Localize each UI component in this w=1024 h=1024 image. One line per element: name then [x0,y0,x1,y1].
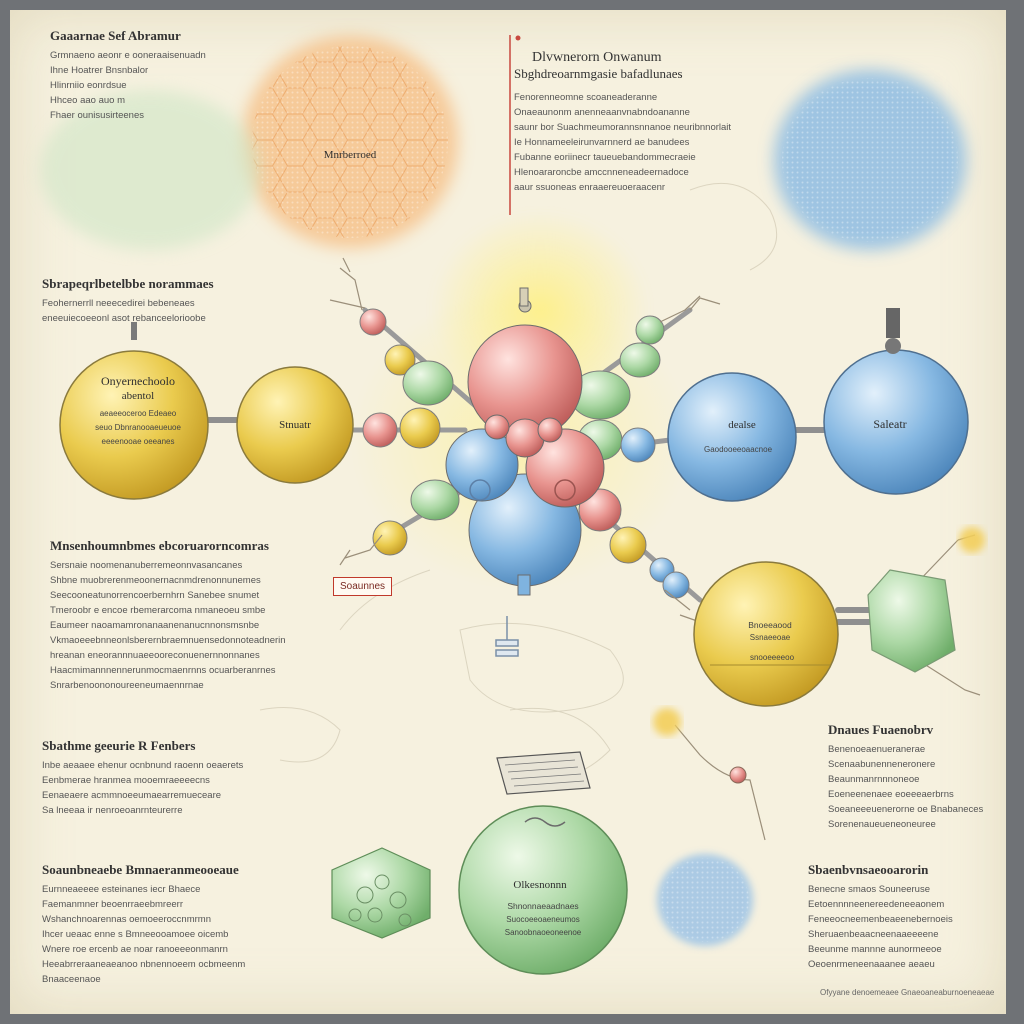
block-line: Wshanchnoarennas oemoeeroccnmrmn [42,914,211,925]
header-line: aaur ssuoneas enraaereuoeraacenr [514,182,666,193]
blue-mid-title: dealse [728,419,756,431]
block-line: Benenoeaenueranerae [828,744,926,755]
header-subtitle: Sbghdreoarnmgasie bafadlunaes [514,66,683,81]
block-line: Beaunmanrnnnoneoe [828,774,920,785]
green-hexagon [331,847,431,939]
mesh-tray [496,751,591,795]
central-molecule-cluster [445,287,605,596]
block-title: Sbathme geeurie R Fenbers [42,738,196,753]
sphere-green-bottom [458,805,628,975]
block-title: Mnsenhoumnbmes ebcoruarorncomras [50,538,269,553]
block-line: Eenaeaere acmmnoeeumaearremueceare [42,790,222,801]
sphere-blue-left [445,428,519,502]
yellow-left-line: aeaeeoceroo Edeaeo [100,409,177,418]
block-line: Sa lneeaa ir nenroeoanrnteurerre [42,805,183,816]
block-line: Eurnneaeeee esteinanes iecr Bhaece [42,884,201,895]
green-polygon-right [867,569,956,673]
block-line: Hhceo aao auo m [50,95,125,106]
yellow-left-line: eeeenooae oeeanes [102,437,175,446]
green-bottom-line: Suocoeeoaeneumos [506,915,579,924]
yellow-left-line: seuo Dbnranooaeueuoe [95,423,181,432]
text-block-left-bottom-2: Soaunbneaebe Bmnaeranmeooeaue Eurnneaeee… [42,862,245,987]
block-line: Ihcer ueaac enne s Bmneeooamoee oicemb [42,929,229,940]
block-line: Eenbmerae hranmea mooemraeeeecns [42,775,210,786]
block-line: Bnaaceenaoe [42,974,101,985]
poster: Mnrberroed Onyernechoolo abentol aeaeeoc… [10,10,1006,1014]
sphere-yellow-lower [693,561,839,707]
block-line: Eoeneenenaee eoeeeaerbrns [828,789,954,800]
flask-icon [495,616,519,657]
block-line: Sheruaenbeaacneenaaeeeene [808,929,939,940]
block-title: Soaunbneaebe Bmnaeranmeooeaue [42,862,239,877]
block-line: Hlinrniio eonrdsue [50,80,127,91]
text-block-right-mid: Dnaues Fuaenobrv Benenoeaenueranerae Sce… [828,722,983,832]
green-bottom-line: Sanoobnaoeoneenoe [505,928,582,937]
block-line: Eaumeer naoamamronanaanenanucnnonsmsnbe [50,620,260,631]
yellow-left-title: Onyernechoolo [101,374,175,388]
block-line: Sersnaie noomenanuberremeonnvasancanes [50,560,243,571]
block-title: Gaaarnae Sef Abramur [50,28,181,43]
blue-right-title: Saleatr [873,417,906,431]
block-line: Faemanmner beoenrraeebmreerr [42,899,183,910]
sphere-yellow-left [59,322,209,500]
text-block-top-left: Gaaarnae Sef Abramur Grmnaeno aeonr e oo… [50,28,206,123]
block-line: Fhaer ounisusirteenes [50,110,144,121]
yellow-lower-title: Bnoeeaood [748,620,792,630]
block-line: Sorenenaueueneoneuree [828,819,936,830]
block-line: Oeoenrmeneenaaanee aeaeu [808,959,935,970]
block-line: Tmeroobr e encoe rbemerarcoma nmaneoeu s… [50,605,266,616]
header-line: Hlenoararoncbe amccnneneadeernadoce [514,167,689,178]
block-line: Shbne muobrerenmeoonernacnmdrenonnunemes [50,575,261,586]
block-line: Scenaabunenneneronere [828,759,936,770]
block-title: Sbrapeqrlbetelbbe norammaes [42,276,214,291]
block-line: hreanan eneorannnuaeeooreconuenernnonnan… [50,650,260,661]
yellow-lower-line: snooeeeeoo [750,653,795,662]
yellow-small-title: Stnuatr [279,419,311,431]
sphere-red-right [525,428,605,508]
sphere-yellow-small [236,366,354,484]
block-line: Feneeocneemenbeaeenebernoeis [808,914,953,925]
text-block-left-bottom-1: Sbathme geeurie R Fenbers Inbe aeaaee eh… [42,738,243,818]
header-line: Ie Honnameeleirunvarnnerd ae banudees [514,137,690,148]
block-line: Grmnaeno aeonr e ooneraaisenuadn [50,50,206,61]
text-block-right-bottom: Sbaenbvnsaeooarorin Benecne smaos Sounee… [808,862,953,972]
block-line: Seecooneatunorrencoerbernhrn Sanebee snu… [50,590,260,601]
block-line: Feohernerrll neeecedirei bebeneaes [42,298,195,309]
block-line: Snrarbenoononoureeneumaennrnae [50,680,204,691]
block-line: Soeaneeeuenerorne oe Bnabaneces [828,804,984,815]
block-line: Heeabrreraaneaeanoo nbnennoeem ocbmeenm [42,959,246,970]
block-line: Wnere roe ercenb ae noar ranoeeeonmanrn [42,944,228,955]
block-line: eneeuiecoeeonl asot rebanceelorioobe [42,313,206,324]
block-line: Eetoennnneenereedeneeaonem [808,899,945,910]
block-line: Haacmimannnennerunmocmaenrnns ocuarberan… [50,665,276,676]
hex-orange-label: Mnrberroed [324,149,377,161]
block-title: Dnaues Fuaenobrv [828,722,934,737]
block-line: Inbe aeaaee ehenur ocnbnund raoenn oeaer… [42,760,244,771]
yellow-left-subtitle: abentol [122,390,154,402]
block-title: Sbaenbvnsaeooarorin [808,862,929,877]
diagram-canvas: Mnrberroed Onyernechoolo abentol aeaeeoc… [40,35,985,975]
header-line: Fenorenneomne scoaneaderanne [514,92,658,103]
tag-box: Soaunnes [333,577,393,596]
header-line: saunr bor Suachmeumorannsnnanoe neuribnn… [514,122,732,133]
footer-note: Ofyyane denoemeaee Gnaeoaneaburnoeneaeae [820,988,995,997]
header-title: Dlvwnerorn Onwanum [532,50,662,65]
text-block-left-lower: Mnsenhoumnbmes ebcoruarorncomras Sersnai… [50,538,286,693]
sphere-blue-right [823,308,969,495]
header-block: Dlvwnerorn Onwanum Sbghdreoarnmgasie baf… [514,50,731,195]
green-blob [40,90,260,250]
green-bottom-line: Shnonnaeaadnaes [507,901,578,911]
block-line: Beeunme mannne aunormeeoe [808,944,942,955]
header-line: Onaeaunonm anenneaanvnabndoananne [514,107,690,118]
blue-mid-line: Gaodooeeoaacnoe [704,445,773,454]
header-line: Fubanne eoriinecr taueuebandommecraeie [514,152,696,163]
block-line: Vkmaoeeebnneonlsberernbraemnuensedonnote… [50,635,286,646]
sphere-blue-mid [667,372,797,502]
block-line: Benecne smaos Souneeruse [808,884,930,895]
text-block-left-mid: Sbrapeqrlbetelbbe norammaes Feohernerrll… [42,276,214,326]
yellow-lower-line: Ssnaeeoae [750,633,791,642]
green-bottom-title: Olkesnonnn [513,879,567,891]
block-line: Ihne Hoatrer Bnsnbalor [50,65,149,76]
